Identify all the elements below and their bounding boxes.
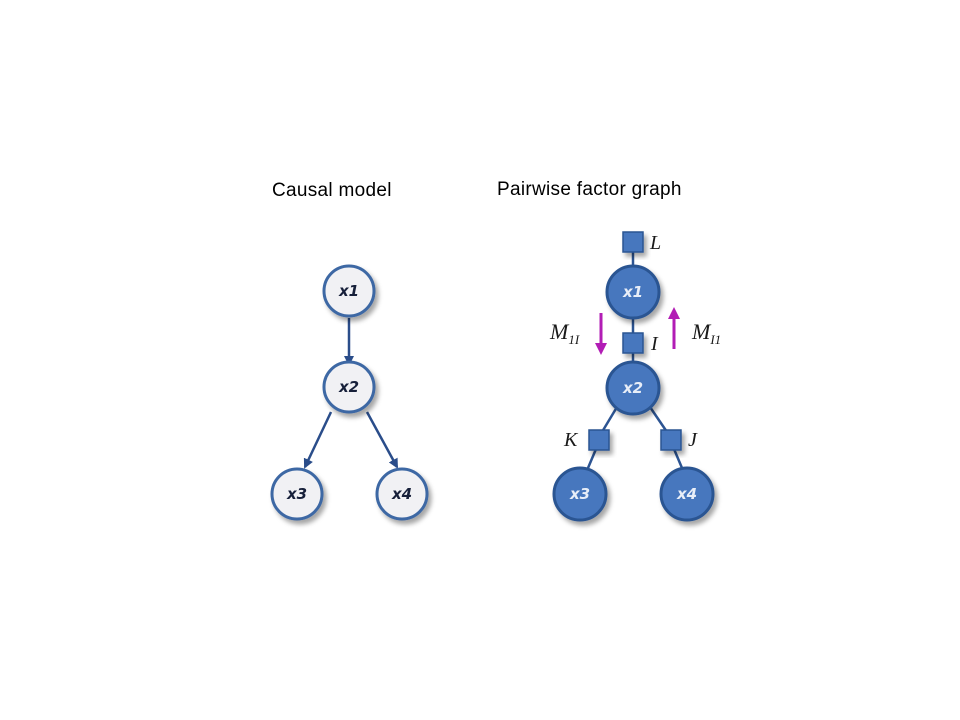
fg-edge-x2-K: [600, 406, 619, 433]
fg-node-x4: x4: [659, 466, 715, 522]
factor-K-label: K: [563, 429, 579, 451]
causal-node-x2-label: x2: [338, 378, 359, 396]
fg-node-x4-label: x4: [676, 485, 697, 503]
causal-edge-x2-x3: [303, 411, 333, 469]
factor-I: I: [622, 332, 659, 355]
fg-edge-x2-J: [648, 406, 669, 433]
causal-node-x1: x1: [322, 264, 376, 318]
causal-node-x3-label: x3: [286, 485, 307, 503]
fg-node-x1: x1: [605, 264, 661, 320]
causal-node-x4-label: x4: [391, 485, 412, 503]
causal-model-title: Causal model: [272, 180, 392, 201]
message-down-base: M: [549, 319, 570, 344]
fg-node-x2: x2: [605, 360, 661, 416]
fg-node-x2-label: x2: [622, 379, 643, 397]
factor-L: L: [622, 231, 661, 254]
fg-node-x1-label: x1: [622, 283, 643, 301]
message-up-base: M: [691, 319, 712, 344]
causal-node-x3: x3: [270, 467, 324, 521]
causal-edge-x2-x4: [365, 411, 399, 469]
message-up-sub: I1: [709, 332, 721, 347]
causal-node-x2: x2: [322, 360, 376, 414]
fg-edge-K-x3: [586, 448, 598, 469]
fg-edge-J-x4: [672, 448, 684, 469]
message-up-label: MI1: [691, 319, 721, 347]
factor-K: K: [563, 429, 610, 451]
causal-node-x1-label: x1: [338, 282, 359, 300]
factor-graph-diagram: L I K J x1 x2: [549, 231, 721, 522]
factor-graph-title: Pairwise factor graph: [497, 179, 682, 200]
message-down-sub: 1I: [568, 332, 580, 347]
causal-model-diagram: x1 x2 x3 x4: [270, 264, 429, 521]
causal-node-x4: x4: [375, 467, 429, 521]
factor-J-label: J: [688, 429, 698, 451]
factor-I-label: I: [650, 333, 659, 355]
factor-L-label: L: [649, 232, 661, 254]
factor-J: J: [660, 429, 698, 451]
fg-node-x3: x3: [552, 466, 608, 522]
fg-node-x3-label: x3: [569, 485, 590, 503]
message-down-label: M1I: [549, 319, 580, 347]
